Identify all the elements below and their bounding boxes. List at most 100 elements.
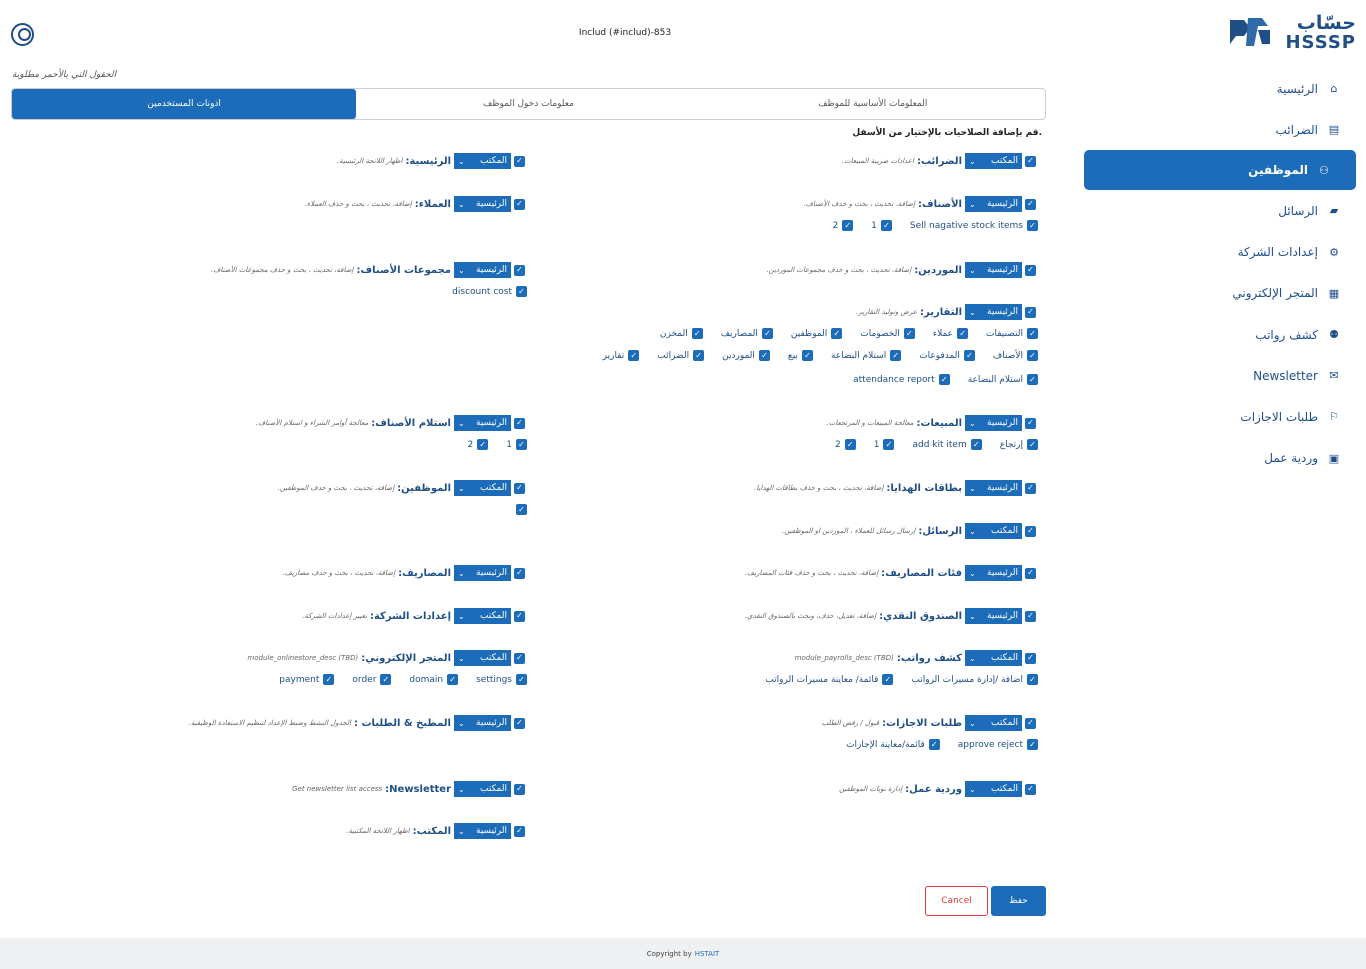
sidebar-item-employees[interactable]: الموظفين⚇ bbox=[1084, 150, 1356, 191]
perm-scope-select[interactable]: الرئيسية⌄ bbox=[965, 196, 1022, 212]
perm-scope-select[interactable]: المكتب⌄ bbox=[454, 480, 511, 496]
perm-scope-select[interactable]: الرئيسية⌄ bbox=[454, 262, 511, 278]
perm-scope-select[interactable]: المكتب⌄ bbox=[454, 153, 511, 169]
footer-brand-link[interactable]: HSTAIT bbox=[694, 949, 720, 958]
perm-checkbox[interactable]: ✓ bbox=[1025, 198, 1036, 210]
perm-scope-select[interactable]: المكتب⌄ bbox=[965, 153, 1022, 169]
sub-checkbox[interactable]: ✓ bbox=[1027, 374, 1038, 385]
sub-checkbox[interactable]: ✓ bbox=[693, 350, 705, 361]
sub-checkbox[interactable]: ✓ bbox=[516, 286, 527, 297]
sub-checkbox[interactable]: ✓ bbox=[758, 350, 770, 361]
sub-checkbox[interactable]: ✓ bbox=[938, 374, 950, 385]
perm-checkbox[interactable]: ✓ bbox=[514, 652, 525, 664]
sub-checkbox[interactable]: ✓ bbox=[380, 674, 392, 685]
perm-scope-select[interactable]: الرئيسية⌄ bbox=[454, 196, 511, 212]
sidebar-item-messages[interactable]: الرسائل▰ bbox=[1084, 190, 1366, 231]
sub-checkbox[interactable]: ✓ bbox=[831, 328, 843, 339]
perm-checkbox[interactable]: ✓ bbox=[514, 717, 525, 729]
perm-checkbox[interactable]: ✓ bbox=[514, 567, 525, 579]
sub-checkbox[interactable]: ✓ bbox=[890, 350, 902, 361]
sub-checkbox[interactable]: ✓ bbox=[691, 328, 703, 339]
perm-scope-select[interactable]: الرئيسية⌄ bbox=[454, 565, 511, 581]
perm-scope-select[interactable]: الرئيسية⌄ bbox=[965, 262, 1022, 278]
sub-checkbox[interactable]: ✓ bbox=[1027, 220, 1038, 231]
sub-checkbox[interactable]: ✓ bbox=[844, 439, 856, 450]
perm-checkbox[interactable]: ✓ bbox=[1025, 567, 1036, 579]
tab-login-info[interactable]: معلومات دخول الموظف bbox=[483, 99, 574, 109]
perm-scope-select[interactable]: الرئيسية⌄ bbox=[454, 715, 511, 731]
sub-checkbox[interactable]: ✓ bbox=[880, 220, 892, 231]
sub-checkbox[interactable]: ✓ bbox=[1027, 328, 1038, 339]
sub-checkbox[interactable]: ✓ bbox=[477, 439, 489, 450]
perm-scope-select[interactable]: الرئيسية⌄ bbox=[965, 480, 1022, 496]
sidebar-item-payroll[interactable]: كشف رواتب⚉ bbox=[1084, 314, 1366, 355]
perm-checkbox[interactable]: ✓ bbox=[1025, 652, 1036, 664]
perm-scope-select[interactable]: المكتب⌄ bbox=[965, 781, 1022, 797]
perm-scope-select[interactable]: الرئيسية⌄ bbox=[965, 415, 1022, 431]
perm-scope-select[interactable]: المكتب⌄ bbox=[454, 781, 511, 797]
perm-scope-select[interactable]: الرئيسية⌄ bbox=[965, 565, 1022, 581]
perm-title: بطاقات الهدايا: bbox=[886, 482, 962, 494]
tab-user-permissions[interactable]: اذونات المستخدمين bbox=[12, 89, 357, 119]
cancel-button[interactable]: Cancel bbox=[925, 886, 988, 916]
perm-checkbox[interactable]: ✓ bbox=[1025, 155, 1036, 167]
perm-scope-select[interactable]: المكتب⌄ bbox=[965, 715, 1022, 731]
perm-checkbox[interactable]: ✓ bbox=[514, 198, 525, 210]
sub-checkbox[interactable]: ✓ bbox=[323, 674, 335, 685]
perm-checkbox[interactable]: ✓ bbox=[1025, 482, 1036, 494]
perm-checkbox[interactable]: ✓ bbox=[514, 783, 525, 795]
sub-checkbox[interactable]: ✓ bbox=[928, 739, 940, 750]
perm-scope-select[interactable]: الرئيسية⌄ bbox=[965, 304, 1022, 320]
sidebar-item-leave-requests[interactable]: طلبات الاجازات⚐ bbox=[1084, 396, 1366, 437]
sub-checkbox[interactable]: ✓ bbox=[1027, 674, 1038, 685]
perm-scope-select[interactable]: الرئيسية⌄ bbox=[454, 415, 511, 431]
user-profile-icon[interactable] bbox=[11, 23, 34, 46]
sub-checkbox[interactable]: ✓ bbox=[842, 220, 854, 231]
tab-basic-info[interactable]: المعلومات الأساسية للموظف bbox=[818, 99, 928, 109]
sub-checkbox[interactable]: ✓ bbox=[516, 674, 527, 685]
perm-checkbox[interactable]: ✓ bbox=[514, 417, 525, 429]
perm-checkbox[interactable]: ✓ bbox=[514, 610, 525, 622]
perm-checkbox[interactable]: ✓ bbox=[514, 155, 525, 167]
perm-checkbox[interactable]: ✓ bbox=[514, 825, 525, 837]
sub-checkbox[interactable]: ✓ bbox=[1027, 439, 1038, 450]
logo[interactable]: حسّاب HSSSP bbox=[1228, 12, 1356, 53]
perm-scope-select[interactable]: المكتب⌄ bbox=[965, 650, 1022, 666]
perm-scope-select[interactable]: المكتب⌄ bbox=[454, 608, 511, 624]
sidebar-item-online-store[interactable]: المتجر الإلكتروني▦ bbox=[1084, 273, 1366, 314]
sub-checkbox[interactable]: ✓ bbox=[628, 350, 640, 361]
sub-checkbox[interactable]: ✓ bbox=[903, 328, 915, 339]
perm-checkbox[interactable]: ✓ bbox=[1025, 717, 1036, 729]
sub-checkbox[interactable]: ✓ bbox=[516, 439, 527, 450]
perm-checkbox[interactable]: ✓ bbox=[1025, 264, 1036, 276]
select-value: الرئيسية bbox=[987, 418, 1018, 428]
perm-scope-select[interactable]: الرئيسية⌄ bbox=[454, 823, 511, 839]
perm-scope-select[interactable]: الرئيسية⌄ bbox=[965, 608, 1022, 624]
sidebar-item-taxes[interactable]: الضرائب▤ bbox=[1084, 109, 1366, 150]
perm-checkbox[interactable]: ✓ bbox=[514, 482, 525, 494]
sub-checkbox[interactable]: ✓ bbox=[970, 439, 982, 450]
perm-checkbox[interactable]: ✓ bbox=[1025, 525, 1036, 537]
sub-checkbox[interactable]: ✓ bbox=[447, 674, 459, 685]
sub-checkbox[interactable]: ✓ bbox=[957, 328, 969, 339]
perm-checkbox[interactable]: ✓ bbox=[514, 264, 525, 276]
save-button[interactable]: حفظ bbox=[991, 886, 1046, 916]
sidebar-item-newsletter[interactable]: Newsletter✉ bbox=[1084, 355, 1366, 396]
sub-checkbox[interactable]: ✓ bbox=[1027, 739, 1038, 750]
sub-checkbox[interactable]: ✓ bbox=[963, 350, 975, 361]
perm-checkbox[interactable]: ✓ bbox=[1025, 417, 1036, 429]
sidebar-item-company-settings[interactable]: إعدادات الشركة⚙ bbox=[1084, 232, 1366, 273]
sidebar-item-work-shift[interactable]: وردية عمل▣ bbox=[1084, 438, 1366, 479]
perm-checkbox[interactable]: ✓ bbox=[1025, 610, 1036, 622]
sub-checkbox[interactable]: ✓ bbox=[516, 504, 527, 515]
sub-checkbox[interactable]: ✓ bbox=[761, 328, 773, 339]
perm-scope-select[interactable]: المكتب⌄ bbox=[965, 523, 1022, 539]
sidebar-item-home[interactable]: الرئيسية⌂ bbox=[1084, 68, 1366, 109]
sub-checkbox[interactable]: ✓ bbox=[882, 674, 894, 685]
perm-checkbox[interactable]: ✓ bbox=[1025, 306, 1036, 318]
sub-checkbox[interactable]: ✓ bbox=[801, 350, 813, 361]
sub-checkbox[interactable]: ✓ bbox=[1027, 350, 1038, 361]
perm-checkbox[interactable]: ✓ bbox=[1025, 783, 1036, 795]
sub-checkbox[interactable]: ✓ bbox=[883, 439, 895, 450]
perm-scope-select[interactable]: المكتب⌄ bbox=[454, 650, 511, 666]
